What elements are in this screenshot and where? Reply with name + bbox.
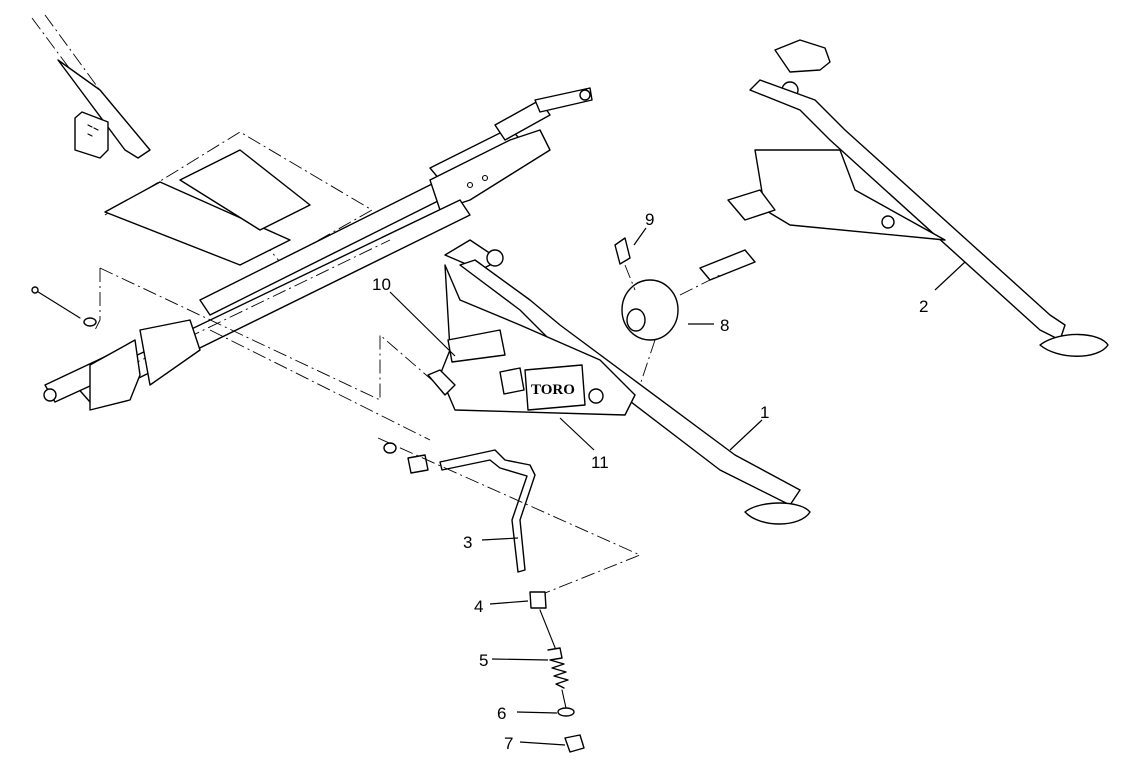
- clevis-pin: [614, 237, 631, 265]
- kickstand-mount-hole: [588, 388, 604, 404]
- leader-2: [934, 261, 966, 291]
- deck-upper: [179, 149, 311, 231]
- callout-3: 3: [463, 533, 472, 552]
- stand2-foot-pad: [1039, 333, 1109, 357]
- kickstand-pivot-eye: [486, 249, 504, 267]
- axle-right: [534, 87, 593, 113]
- lower-frame-block: [139, 319, 201, 386]
- lower-hinge-bracket: [89, 339, 141, 411]
- cross-tube-end: [494, 99, 551, 141]
- upper-hinge-bracket: [74, 111, 109, 159]
- kickstand-part-1: TORO: [427, 239, 811, 525]
- roller-lower-dash: [639, 339, 656, 386]
- kickstand-part-2: [727, 39, 1109, 357]
- washer-part-6: [557, 707, 575, 717]
- brand-plate: [524, 364, 586, 411]
- callout-leaders: [389, 227, 966, 746]
- leader-3: [481, 537, 519, 541]
- rod-washer: [383, 442, 397, 454]
- roller-hub: [626, 308, 646, 332]
- leader-10: [389, 291, 456, 357]
- stand2-leg-tube: [749, 79, 1066, 341]
- callout-10: 10: [372, 275, 391, 294]
- leader-4: [489, 600, 529, 605]
- leader-6: [516, 711, 558, 714]
- roller-axis-dashed: [679, 274, 721, 296]
- stand2-mount-hole: [881, 215, 895, 229]
- kickstand-latch-plate: [447, 329, 506, 363]
- bolt-shaft: [34, 289, 81, 319]
- nut-part-7: [564, 734, 585, 753]
- leader-5: [491, 658, 549, 661]
- rod-assembly: [377, 437, 642, 753]
- deck-plate-dashed: [104, 131, 373, 263]
- callout-labels: 1 2 3 4 5 6 7 8 9 10 11: [372, 210, 928, 753]
- kickstand-tab: [427, 369, 456, 396]
- bolt-washer: [83, 317, 97, 327]
- rod-shaft-lower: [539, 609, 557, 651]
- axle-left-end: [43, 388, 57, 402]
- roller-assembly: [614, 237, 756, 386]
- roller-axle-pin: [699, 249, 756, 281]
- axle-right-end: [579, 89, 591, 101]
- construction-line: [99, 267, 456, 401]
- roller-wheel: [621, 279, 679, 341]
- stand2-tab: [727, 189, 776, 221]
- rod-shaft-bottom: [561, 689, 567, 709]
- kickstand-leg-tube: [459, 259, 801, 506]
- callout-6: 6: [497, 704, 506, 723]
- rod-nut: [407, 454, 429, 474]
- stand2-top-hook: [774, 39, 831, 73]
- callout-11: 11: [591, 453, 609, 472]
- leader-7: [519, 741, 566, 746]
- leader-9: [633, 227, 647, 246]
- kickstand-foot-pad: [744, 502, 811, 525]
- leader-1: [729, 419, 763, 451]
- kickstand-slot: [499, 367, 525, 395]
- construction-line: [209, 329, 431, 441]
- bolt-head: [31, 286, 39, 294]
- construction-line: [94, 268, 101, 331]
- callout-4: 4: [474, 597, 483, 616]
- brand-mark: TORO: [531, 382, 575, 398]
- rod: [439, 449, 536, 573]
- callout-2: 2: [919, 297, 928, 316]
- kickstand-side-plate: [439, 264, 636, 416]
- callout-7: 7: [504, 734, 513, 753]
- deck-plate: [104, 181, 291, 266]
- bracket-hole: [481, 174, 489, 182]
- callout-9: 9: [645, 210, 654, 229]
- clevis-pin-axis: [624, 264, 636, 291]
- bracket-holes: [87, 124, 99, 137]
- spacer-part-4: [529, 591, 547, 609]
- leader-11: [559, 417, 595, 451]
- spring-part-5: [547, 647, 569, 689]
- handle-tube: [57, 59, 151, 159]
- callout-1: 1: [760, 403, 769, 422]
- frame-assembly: [31, 14, 593, 441]
- callout-8: 8: [720, 316, 729, 335]
- bracket-hole: [466, 181, 474, 189]
- callout-5: 5: [479, 651, 488, 670]
